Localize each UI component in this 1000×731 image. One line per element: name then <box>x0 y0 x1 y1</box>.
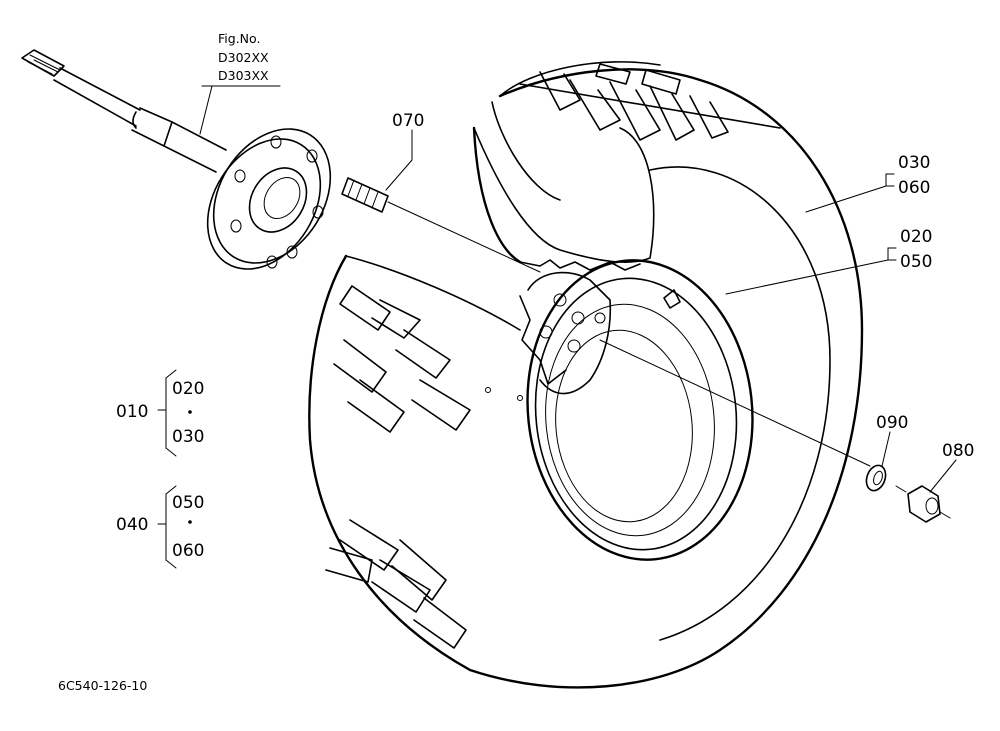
assembly-part: 050 <box>172 493 204 513</box>
assembly-part: 030 <box>172 427 204 447</box>
bracket-dot <box>188 520 192 524</box>
wheel-nut <box>895 485 951 523</box>
callout-080: 080 <box>942 441 974 461</box>
callout-050: 050 <box>900 252 932 272</box>
callout-060: 060 <box>898 178 930 198</box>
axle-shaft <box>21 49 227 173</box>
fig-code: D303XX <box>218 68 269 83</box>
callout-020: 020 <box>900 227 932 247</box>
leader-lines <box>199 85 957 493</box>
tire <box>308 61 864 689</box>
assembly-brackets <box>157 369 177 569</box>
rim <box>485 259 754 561</box>
callout-090: 090 <box>876 413 908 433</box>
drawing-code: 6C540-126-10 <box>58 678 147 693</box>
assembly-part: 020 <box>172 379 204 399</box>
assembly-part: 060 <box>172 541 204 561</box>
fig-code: D302XX <box>218 50 269 65</box>
callout-030: 030 <box>898 153 930 173</box>
assembly-id: 010 <box>116 402 148 422</box>
callout-070: 070 <box>392 111 424 131</box>
stud-bolt <box>341 177 541 273</box>
lock-washer <box>865 464 887 492</box>
hub-flange <box>206 128 332 270</box>
assembly-id: 040 <box>116 515 148 535</box>
bracket-dot <box>188 410 192 414</box>
fig-no-label: Fig.No. <box>218 31 260 46</box>
assembly-axis-line <box>599 339 871 467</box>
